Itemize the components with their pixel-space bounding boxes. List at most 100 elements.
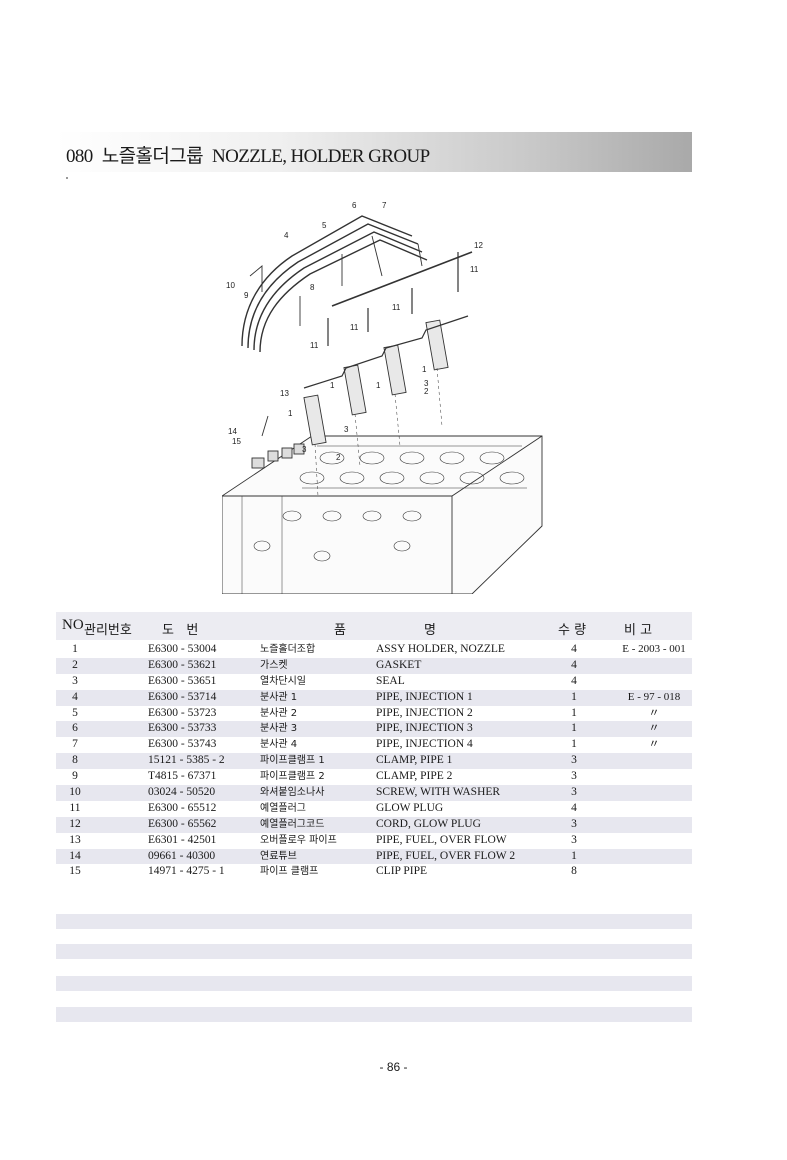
- cell-english-name: CLAMP, PIPE 2: [376, 770, 453, 783]
- section-title-english: NOZZLE, HOLDER GROUP: [211, 146, 430, 167]
- header-name-b: 명: [424, 623, 436, 638]
- callout-7: 7: [382, 201, 387, 210]
- cell-english-name: PIPE, INJECTION 3: [376, 722, 473, 735]
- cell-remarks: 〃: [648, 706, 660, 719]
- cell-no: 5: [72, 706, 78, 719]
- callout-3-c: 3: [302, 445, 307, 454]
- callout-1-d: 1: [376, 381, 381, 390]
- cell-no: 15: [69, 865, 81, 878]
- cell-qty: 3: [571, 833, 577, 846]
- parts-diagram-svg: 6 7 5 4 12 11 10 9 8 11 11 11 13 1 1 1 1…: [222, 201, 543, 594]
- table-row: 11 E6300 - 65512 예열플러그 GLOW PLUG 4: [56, 801, 692, 817]
- cell-qty: 4: [571, 643, 577, 655]
- cell-no: 9: [72, 770, 78, 783]
- table-row: 9 T4815 - 67371 파이프클램프 2 CLAMP, PIPE 2 3: [56, 769, 692, 785]
- cell-no: 12: [69, 817, 81, 830]
- callout-6: 6: [352, 201, 357, 210]
- cell-drawing: E6300 - 53723: [148, 706, 217, 719]
- table-row: 8 15121 - 5385 - 2 파이프클램프 1 CLAMP, PIPE …: [56, 753, 692, 770]
- cell-english-name: PIPE, FUEL, OVER FLOW: [376, 833, 507, 846]
- cell-korean-name: 파이프클램프 1: [260, 755, 325, 767]
- cell-qty: 3: [571, 754, 577, 767]
- table-row: 4 E6300 - 53714 분사관 1 PIPE, INJECTION 1 …: [56, 689, 692, 706]
- table-row: 14 09661 - 40300 연료튜브 PIPE, FUEL, OVER F…: [56, 848, 692, 865]
- table-row: 15 14971 - 4275 - 1 파이프 클램프 CLIP PIPE 8: [56, 864, 692, 880]
- cell-qty: 1: [571, 690, 577, 703]
- cell-drawing: E6300 - 65512: [148, 801, 217, 814]
- cell-drawing: E6300 - 65562: [148, 817, 217, 830]
- parts-table: 1 E6300 - 53004 노즐홀더조합 ASSY HOLDER, NOZZ…: [56, 642, 692, 880]
- cell-no: 2: [72, 658, 78, 671]
- cell-qty: 3: [571, 817, 577, 830]
- cell-drawing: E6300 - 53004: [148, 643, 217, 655]
- table-row: 5 E6300 - 53723 분사관 2 PIPE, INJECTION 2 …: [56, 706, 692, 722]
- cell-english-name: GASKET: [376, 658, 422, 671]
- cell-no: 1: [72, 643, 78, 655]
- cell-korean-name: 가스켓: [260, 659, 288, 671]
- section-title-korean: 노즐홀더그룹: [101, 146, 204, 167]
- cell-korean-name: 분사관 2: [260, 707, 298, 719]
- cell-english-name: PIPE, INJECTION 4: [376, 738, 473, 751]
- table-row: 6 E6300 - 53733 분사관 3 PIPE, INJECTION 3 …: [56, 721, 692, 738]
- header-mgmt: 관리번호: [84, 623, 132, 638]
- cell-drawing: E6300 - 53733: [148, 722, 217, 735]
- cell-qty: 1: [571, 722, 577, 735]
- cell-korean-name: 연료튜브: [260, 850, 297, 862]
- cell-no: 13: [69, 833, 81, 846]
- cell-english-name: ASSY HOLDER, NOZZLE: [376, 643, 505, 655]
- cell-qty: 1: [571, 706, 577, 719]
- cell-remarks: E - 97 - 018: [627, 690, 681, 703]
- cell-english-name: SCREW, WITH WASHER: [376, 786, 501, 799]
- cell-english-name: CLAMP, PIPE 1: [376, 754, 453, 767]
- cell-korean-name: 노즐홀더조합: [260, 644, 316, 655]
- cell-no: 8: [72, 754, 78, 767]
- callout-1-c: 1: [330, 381, 335, 390]
- header-qty: 수 량: [558, 623, 587, 638]
- cell-qty: 3: [571, 770, 577, 783]
- callout-1-a: 1: [288, 409, 293, 418]
- cell-drawing: E6300 - 53621: [148, 658, 217, 671]
- cell-no: 4: [72, 690, 78, 703]
- cell-korean-name: 와셔붙임소나사: [260, 787, 325, 799]
- callout-3-b: 3: [344, 425, 349, 434]
- cell-drawing: 03024 - 50520: [148, 786, 216, 799]
- page-number: - 86 -: [379, 1060, 408, 1074]
- cell-drawing: 09661 - 40300: [148, 849, 216, 862]
- cell-drawing: E6300 - 53743: [148, 738, 217, 751]
- callout-1-b: 1: [422, 365, 427, 374]
- cell-no: 14: [69, 849, 81, 862]
- callout-3-a: 3: [424, 379, 429, 388]
- empty-row-band: [56, 1007, 692, 1022]
- empty-row-band: [56, 944, 692, 959]
- exploded-parts-diagram: 6 7 5 4 12 11 10 9 8 11 11 11 13 1 1 1 1…: [222, 196, 544, 594]
- cell-korean-name: 오버플로우 파이프: [260, 834, 337, 846]
- header-no: NO: [62, 617, 84, 633]
- callout-14: 14: [228, 427, 237, 436]
- cell-drawing: E6301 - 42501: [148, 833, 217, 846]
- callout-11-c: 11: [350, 323, 359, 332]
- callout-10: 10: [226, 281, 235, 290]
- cell-remarks: 〃: [648, 722, 660, 735]
- cell-drawing: E6300 - 53714: [148, 690, 217, 703]
- callout-12: 12: [474, 241, 483, 250]
- cell-korean-name: 예열플러그: [260, 802, 306, 814]
- cell-no: 7: [72, 738, 78, 751]
- callout-4: 4: [284, 231, 289, 240]
- cell-english-name: PIPE, FUEL, OVER FLOW 2: [376, 849, 516, 862]
- cell-korean-name: 분사관 1: [260, 691, 298, 703]
- callout-2-b: 2: [336, 453, 341, 462]
- cell-english-name: SEAL: [376, 674, 405, 687]
- table-row: 1 E6300 - 53004 노즐홀더조합 ASSY HOLDER, NOZZ…: [56, 642, 692, 658]
- cell-english-name: CLIP PIPE: [376, 865, 428, 878]
- empty-row-band: [56, 976, 692, 991]
- table-row: 10 03024 - 50520 와셔붙임소나사 SCREW, WITH WAS…: [56, 785, 692, 801]
- cell-korean-name: 파이프클램프 2: [260, 771, 325, 783]
- empty-row-band: [56, 914, 692, 929]
- cell-korean-name: 분사관 4: [260, 739, 298, 751]
- cell-qty: 4: [571, 674, 577, 687]
- cell-qty: 8: [571, 865, 577, 878]
- cell-qty: 1: [571, 738, 577, 751]
- header-name-a: 품: [334, 623, 346, 638]
- cell-qty: 1: [571, 849, 577, 862]
